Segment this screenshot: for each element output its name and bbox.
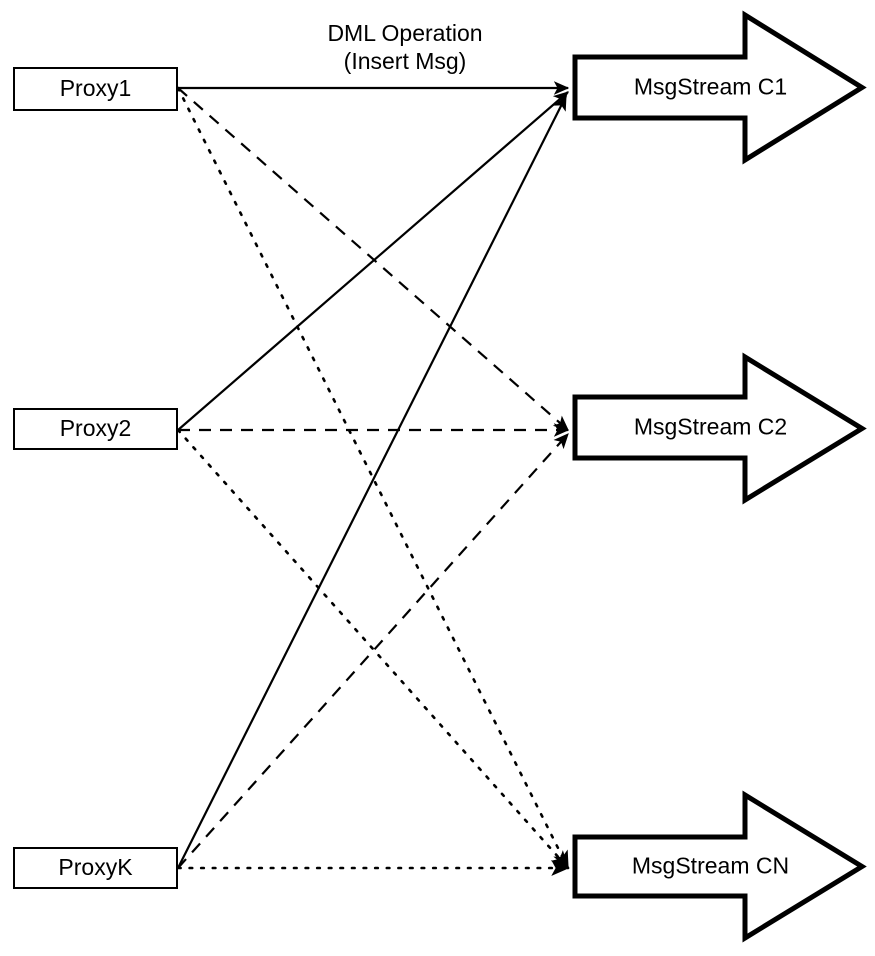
producer-node-proxyk[interactable]: ProxyK bbox=[13, 847, 178, 889]
link-proxy2-c1 bbox=[177, 91, 569, 431]
stream-node-c2[interactable]: MsgStream C2 bbox=[572, 352, 867, 505]
stream-block-arrow-c2[interactable] bbox=[572, 352, 867, 505]
links-layer bbox=[176, 81, 570, 877]
producer-node-proxy2[interactable]: Proxy2 bbox=[13, 408, 178, 450]
producer-node-proxy1[interactable]: Proxy1 bbox=[13, 67, 178, 111]
producer-box-proxy2[interactable] bbox=[13, 408, 178, 450]
stream-node-c1[interactable]: MsgStream C1 bbox=[572, 10, 867, 165]
link-proxyk-c1 bbox=[177, 94, 567, 869]
caption-line-2: (Insert Msg) bbox=[344, 48, 467, 74]
caption-line-1: DML Operation bbox=[327, 20, 482, 46]
producer-label-proxy2: Proxy2 bbox=[60, 415, 132, 441]
stream-label-cn: MsgStream CN bbox=[632, 853, 789, 879]
link-proxy1-c2 bbox=[177, 87, 569, 431]
stream-block-arrow-cn[interactable] bbox=[572, 790, 867, 943]
producer-box-proxyk[interactable] bbox=[13, 847, 178, 889]
stream-label-c2: MsgStream C2 bbox=[634, 414, 787, 440]
link-proxyk-c2 bbox=[177, 433, 569, 869]
link-proxy2-cn bbox=[176, 428, 570, 870]
producer-label-proxyk: ProxyK bbox=[58, 854, 133, 880]
streams-layer: MsgStream C1 MsgStream C2 MsgStream CN bbox=[572, 10, 867, 943]
producer-box-proxy1[interactable] bbox=[13, 67, 178, 111]
producer-label-proxy1: Proxy1 bbox=[60, 75, 132, 101]
edge-caption-group: DML Operation (Insert Msg) bbox=[327, 20, 482, 74]
stream-block-arrow-c1[interactable] bbox=[572, 10, 867, 165]
stream-label-c1: MsgStream C1 bbox=[634, 74, 787, 100]
stream-node-cn[interactable]: MsgStream CN bbox=[572, 790, 867, 943]
